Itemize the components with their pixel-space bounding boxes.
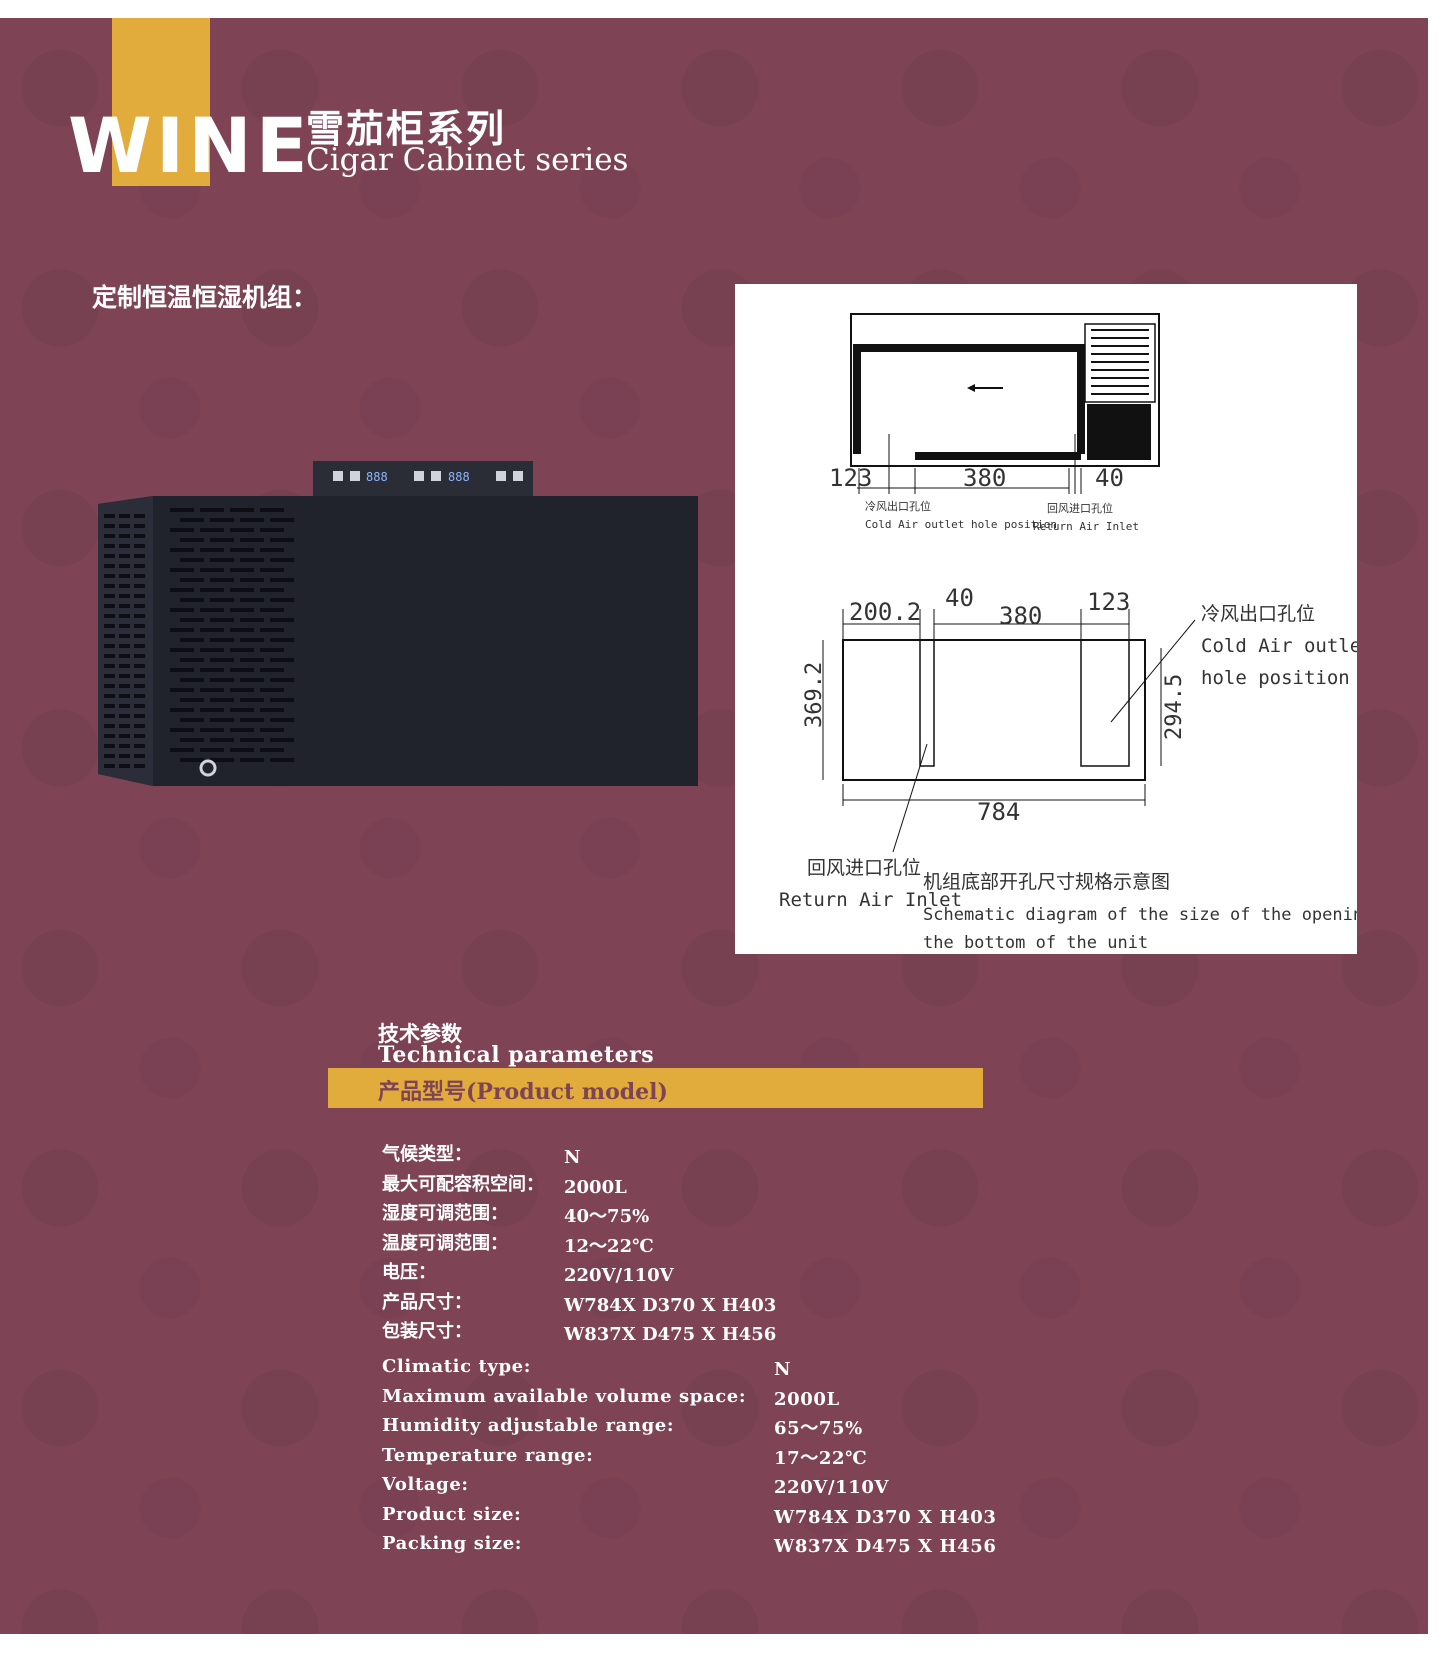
product-model-bar: 产品型号(Product model) xyxy=(328,1068,983,1108)
spec-row: 包装尺寸： W837X D475 X H456 xyxy=(382,1319,776,1349)
spec-row: Humidity adjustable range: 65～75% xyxy=(382,1413,996,1443)
diagram-drawing: 123 380 40 冷风出口孔位 Cold Air outlet hole p… xyxy=(779,313,1404,953)
bottom-dim-123: 123 xyxy=(1087,588,1130,616)
bottom-cold-en-2: hole position xyxy=(1201,667,1350,689)
spec-value: 65～75% xyxy=(774,1418,863,1439)
spec-value: W837X D475 X H456 xyxy=(774,1536,997,1557)
bottom-dim-40: 40 xyxy=(945,584,974,612)
spec-label: 最大可配容积空间： xyxy=(382,1173,544,1195)
spec-label: 温度可调范围： xyxy=(382,1232,508,1254)
spec-label: Maximum available volume space: xyxy=(382,1385,747,1407)
spec-label: Climatic type: xyxy=(382,1356,531,1377)
spec-row: 湿度可调范围： 40～75% xyxy=(382,1201,776,1231)
spec-row: Voltage: 220V/110V xyxy=(382,1472,996,1502)
top-return-label-cn: 回风进口孔位 xyxy=(1047,501,1113,515)
spec-row: Maximum available volume space: 2000L xyxy=(382,1384,996,1414)
bottom-cold-cn: 冷风出口孔位 xyxy=(1201,603,1315,625)
opening-diagram: 123 380 40 冷风出口孔位 Cold Air outlet hole p… xyxy=(735,284,1404,954)
spec-label: 湿度可调范围： xyxy=(382,1203,508,1224)
spec-row: Product size: W784X D370 X H403 xyxy=(382,1502,996,1532)
spec-label: Voltage: xyxy=(382,1474,469,1495)
spec-row: Climatic type: N xyxy=(382,1354,996,1384)
specs-en: Climatic type: N Maximum available volume… xyxy=(382,1354,996,1561)
diagram-caption-en-1: Schematic diagram of the size of the ope… xyxy=(923,905,1357,925)
spec-value: 220V/110V xyxy=(774,1477,890,1498)
spec-row: 气候类型： N xyxy=(382,1142,776,1172)
spec-value: 40～75% xyxy=(564,1206,650,1227)
spec-value: W784X D370 X H403 xyxy=(774,1506,997,1528)
spec-value: W784X D370 X H403 xyxy=(564,1294,777,1316)
bottom-dim-369: 369.2 xyxy=(802,662,827,728)
bottom-dim-784: 784 xyxy=(977,798,1020,826)
brand-logo: WINE xyxy=(68,101,312,190)
spec-row: 最大可配容积空间： 2000L xyxy=(382,1172,776,1202)
tech-title-cn: 技术参数 xyxy=(378,1021,462,1046)
bottom-cold-en-1: Cold Air outlet xyxy=(1201,635,1357,657)
bottom-dim-294: 294.5 xyxy=(1162,674,1187,740)
spec-row: 电压： 220V/110V xyxy=(382,1260,776,1290)
spec-label: Product size: xyxy=(382,1503,522,1525)
spec-value: N xyxy=(774,1359,792,1380)
spec-label: 产品尺寸： xyxy=(382,1291,472,1313)
page-title-en: Cigar Cabinet series xyxy=(306,142,629,178)
display-right: 888 xyxy=(448,470,470,484)
spec-label: Temperature range: xyxy=(382,1444,594,1466)
top-dim-left: 123 xyxy=(829,464,872,492)
spec-value: W837X D475 X H456 xyxy=(564,1324,777,1345)
top-dim-mid: 380 xyxy=(963,464,1006,492)
display-left: 888 xyxy=(366,470,388,484)
tech-title-en: Technical parameters xyxy=(378,1042,655,1068)
spec-row: Temperature range: 17～22℃ xyxy=(382,1443,996,1473)
diagram-caption-en-2: the bottom of the unit xyxy=(923,933,1148,953)
climate-unit-image: 888 888 xyxy=(98,461,698,786)
page-title-cn: 雪茄柜系列 xyxy=(306,106,507,151)
top-return-label-en: Return Air Inlet xyxy=(1033,520,1139,533)
spec-row: 温度可调范围： 12～22℃ xyxy=(382,1231,776,1261)
brand-accent-bar xyxy=(112,18,210,186)
spec-value: 17～22℃ xyxy=(774,1447,868,1469)
bottom-dim-200: 200.2 xyxy=(849,598,921,626)
top-cold-label-cn: 冷风出口孔位 xyxy=(865,499,931,513)
specs-cn: 气候类型： N 最大可配容积空间： 2000L 湿度可调范围： 40～75% 温度可调… xyxy=(382,1142,776,1349)
spec-value: 220V/110V xyxy=(564,1265,674,1286)
spec-row: 产品尺寸： W784X D370 X H403 xyxy=(382,1290,776,1320)
top-dim-right: 40 xyxy=(1095,464,1124,492)
spec-label: Packing size: xyxy=(382,1533,523,1554)
diagram-caption-cn: 机组底部开孔尺寸规格示意图 xyxy=(923,871,1170,893)
spec-label: 气候类型： xyxy=(382,1144,472,1165)
bottom-return-en: Return Air Inlet xyxy=(779,889,962,911)
product-model-label: 产品型号(Product model) xyxy=(378,1079,668,1105)
spec-value: 2000L xyxy=(564,1176,627,1198)
spec-value: 2000L xyxy=(774,1388,840,1410)
spec-row: Packing size: W837X D475 X H456 xyxy=(382,1531,996,1561)
bottom-return-cn: 回风进口孔位 xyxy=(807,857,921,879)
spec-label: 电压： xyxy=(382,1262,436,1283)
page-panel: WINE 雪茄柜系列 Cigar Cabinet series 定制恒温恒湿机组… xyxy=(0,18,1428,1634)
spec-value: 12～22℃ xyxy=(564,1235,654,1257)
section-heading: 定制恒温恒湿机组： xyxy=(92,283,318,312)
top-cold-label-en: Cold Air outlet hole position xyxy=(865,518,1057,531)
bottom-dim-380: 380 xyxy=(999,602,1042,630)
spec-value: N xyxy=(564,1147,581,1168)
spec-label: 包装尺寸： xyxy=(382,1321,472,1342)
spec-label: Humidity adjustable range: xyxy=(382,1415,675,1436)
